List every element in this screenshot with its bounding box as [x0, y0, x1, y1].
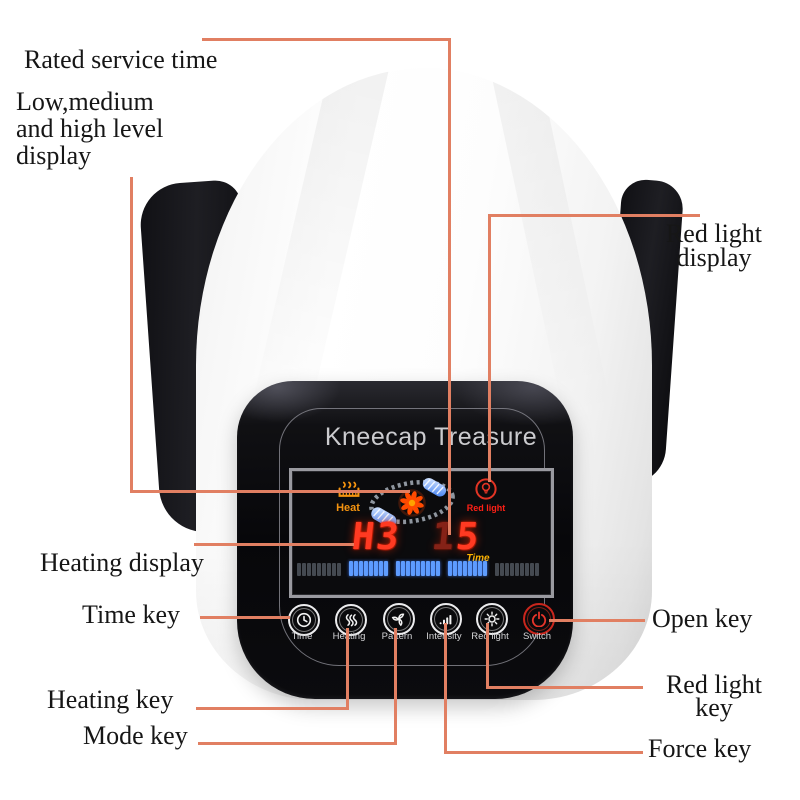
switch-button-label: Switch: [523, 631, 551, 642]
red-light-key-line: [486, 623, 489, 689]
force-key-label: Force key: [648, 734, 752, 763]
clock-icon: [296, 612, 312, 628]
mode-key-line: [394, 628, 397, 745]
red-light-key-label: Red light key: [665, 670, 763, 722]
level-display-label: Low,medium and high level display: [16, 87, 164, 170]
force-key-line: [444, 623, 447, 754]
heat-display-label: Heat: [336, 502, 360, 514]
panel-title: Kneecap Treasure: [324, 423, 538, 451]
red-light-display-label: Red light: [466, 503, 506, 513]
red-light-display-label: Red light display: [665, 219, 763, 272]
time-button[interactable]: [288, 604, 320, 636]
mode-key-line: [198, 742, 397, 745]
fan-icon: [391, 613, 405, 627]
minutes-digits: 15: [429, 515, 483, 558]
level-bar-group: [448, 561, 487, 576]
rated-service-time-line: [202, 38, 451, 41]
red-light-button-label: Red light: [471, 631, 509, 642]
time-digits: H3 15: [349, 515, 483, 558]
red-light-icon: [475, 478, 497, 500]
open-key-line: [549, 619, 645, 622]
red-light-button[interactable]: [476, 603, 508, 635]
intensity-button-label: Intensity: [416, 631, 472, 642]
red-light-display-line: [488, 214, 491, 482]
heating-button[interactable]: [335, 604, 367, 636]
level-display-line: [130, 490, 410, 493]
rated-service-time-line: [448, 38, 451, 535]
heat-icon: [338, 481, 360, 497]
heating-key-line: [196, 707, 349, 710]
heating-display-label: Heating display: [40, 548, 204, 577]
level-bar-group: [297, 563, 341, 576]
time-unit-label: Time: [466, 553, 490, 564]
massage-eye-fan-icon: [369, 478, 455, 528]
heating-button-label: Heating: [332, 631, 366, 642]
steam-icon: [345, 614, 358, 627]
heating-key-line: [346, 628, 349, 710]
rated-service-time-label: Rated service time: [24, 45, 218, 74]
time-key-line: [200, 616, 290, 619]
heating-display-line: [194, 543, 354, 546]
level-bars: [297, 561, 539, 576]
red-light-display-line: [488, 214, 700, 217]
mode-key-label: Mode key: [83, 721, 188, 750]
heating-key-label: Heating key: [47, 685, 174, 714]
sun-icon: [484, 611, 500, 627]
red-light-key-line: [486, 686, 643, 689]
force-key-line: [444, 751, 643, 754]
time-key-label: Time key: [82, 600, 180, 629]
time-button-label: Time: [291, 631, 313, 642]
mode-digits: H3: [349, 515, 403, 558]
led-display: Heat: [289, 468, 554, 598]
pattern-button[interactable]: [383, 603, 415, 635]
level-bar-group: [495, 563, 539, 576]
level-display-line: [130, 177, 133, 493]
open-key-label: Open key: [652, 604, 753, 633]
power-icon: [531, 611, 547, 627]
level-bar-group: [349, 561, 388, 576]
level-bar-group: [396, 561, 440, 576]
